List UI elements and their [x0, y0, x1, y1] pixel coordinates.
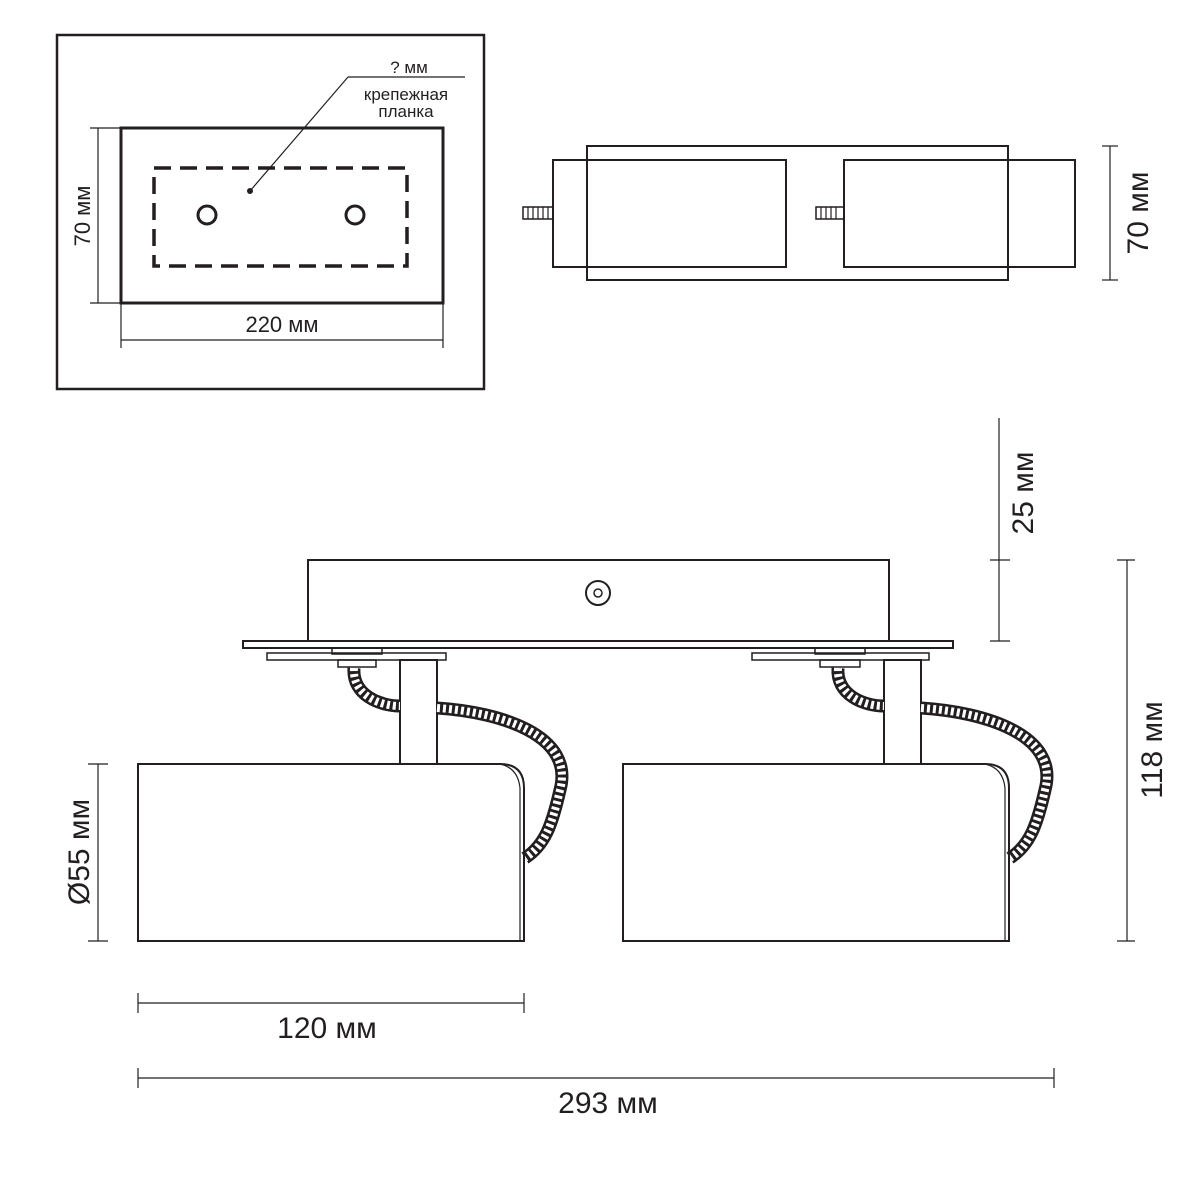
side-view: 70 мм [522, 145, 1155, 281]
joint-left [266, 647, 447, 765]
side-height-label: 70 мм [1122, 172, 1155, 255]
base-plate-outline [119, 126, 445, 305]
stud-left-icon [522, 206, 554, 220]
joint-right [751, 647, 930, 765]
stud-right-icon [815, 206, 845, 220]
canopy-screw-outer [585, 580, 611, 606]
bracket-label-line2: планка [378, 102, 434, 121]
inset-frame [55, 33, 486, 391]
side-base-plate [586, 145, 1009, 281]
top-view-width-label: 220 мм [245, 312, 318, 337]
screw-hole-left [196, 204, 218, 226]
top-view-height-label: 70 мм [70, 186, 95, 247]
top-view: ? мм крепежная планка 70 мм 220 мм [55, 33, 486, 391]
cable-left-icon [347, 667, 569, 864]
cable-right-icon [831, 667, 1054, 864]
shade-left [137, 763, 525, 942]
base-height-label: 25 мм [1007, 452, 1040, 535]
diameter-label: Ø55 мм [63, 799, 96, 905]
shade-left-rim [499, 763, 521, 941]
total-width-label: 293 мм [558, 1087, 658, 1120]
mounting-bar [242, 640, 954, 649]
shade-right [622, 763, 1010, 942]
total-height-label: 118 мм [1136, 701, 1169, 798]
canopy-box [307, 559, 890, 642]
shade-length-label: 120 мм [277, 1012, 377, 1045]
shade-right-rim [984, 763, 1006, 941]
front-view: 25 мм 118 мм Ø55 мм 120 мм 293 мм [63, 418, 1169, 1120]
mounting-bracket-dashed [152, 166, 409, 268]
canopy-screw-inner [593, 588, 603, 598]
screw-hole-right [344, 204, 366, 226]
bracket-label-line1: крепежная [364, 85, 448, 104]
side-shade-right [843, 159, 1076, 268]
leader-line [249, 76, 349, 192]
bracket-dim-label: ? мм [390, 58, 428, 77]
